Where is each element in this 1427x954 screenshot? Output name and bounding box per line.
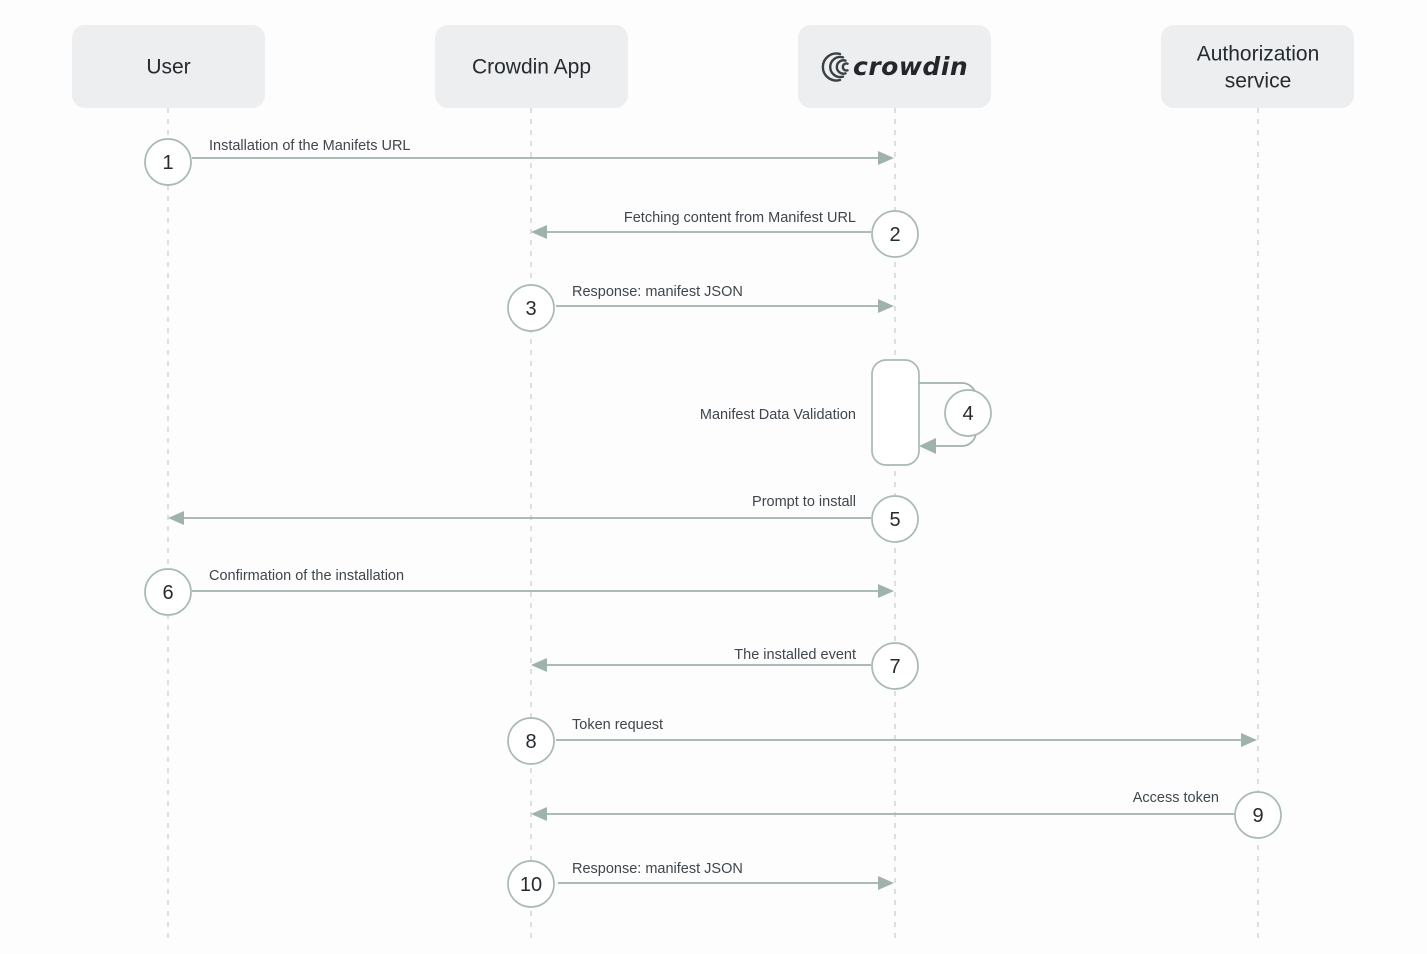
step-number-7: 7: [889, 656, 900, 678]
step-circle-6[interactable]: [144, 568, 192, 616]
message-label-7: The installed event: [734, 647, 856, 663]
message-label-2: Fetching content from Manifest URL: [624, 210, 856, 226]
step-number-3: 3: [525, 298, 536, 320]
actor-box-crowdin: [798, 25, 991, 108]
step-circle-8[interactable]: [507, 717, 555, 765]
message-arrowhead-7: [531, 658, 547, 672]
message-row-7[interactable]: The installed event 7: [531, 642, 919, 690]
step-number-4: 4: [962, 403, 973, 425]
actor-box-auth-service: [1161, 25, 1354, 108]
step-number-10: 10: [520, 874, 542, 896]
message-row-6[interactable]: Confirmation of the installation 6: [144, 568, 894, 616]
step-number-6: 6: [162, 582, 173, 604]
activation-box-crowdin: [871, 359, 920, 466]
actor-label-auth-service-line1: Authorization: [1197, 43, 1320, 66]
message-row-5[interactable]: Prompt to install 5: [168, 494, 919, 543]
actor-header-user[interactable]: User: [72, 25, 265, 108]
crowdin-logo-wordmark: crowdin: [853, 52, 968, 81]
message-row-9[interactable]: Access token 9: [531, 790, 1282, 839]
crowdin-logo-icon: [821, 52, 849, 82]
message-label-10: Response: manifest JSON: [572, 861, 743, 877]
step-circle-9[interactable]: [1234, 791, 1282, 839]
step-circle-4[interactable]: [944, 389, 992, 437]
step-number-2: 2: [889, 224, 900, 246]
message-label-5: Prompt to install: [752, 494, 856, 510]
message-label-6: Confirmation of the installation: [209, 568, 404, 584]
message-row-8[interactable]: Token request 8: [507, 717, 1257, 765]
step-number-9: 9: [1252, 805, 1263, 827]
message-label-1: Installation of the Manifets URL: [209, 138, 411, 154]
actor-header-crowdin-app[interactable]: Crowdin App: [435, 25, 628, 108]
message-row-10[interactable]: Response: manifest JSON 10: [507, 860, 894, 908]
message-arrowhead-5: [168, 511, 184, 525]
step-circle-10[interactable]: [507, 860, 555, 908]
step-circle-1[interactable]: [144, 138, 192, 186]
message-arrowhead-10: [878, 876, 894, 890]
actor-header-crowdin[interactable]: crowdin: [798, 25, 991, 108]
message-arrowhead-4: [919, 438, 936, 454]
message-row-3[interactable]: Response: manifest JSON 3: [507, 284, 894, 332]
step-circle-5[interactable]: [871, 495, 919, 543]
message-arrowhead-6: [878, 584, 894, 598]
actor-label-user: User: [146, 56, 190, 79]
step-number-5: 5: [889, 509, 900, 531]
step-circle-7[interactable]: [871, 642, 919, 690]
message-arrowhead-2: [531, 225, 547, 239]
message-arrowhead-3: [878, 299, 894, 313]
message-arrowhead-9: [531, 807, 547, 821]
message-row-1[interactable]: Installation of the Manifets URL 1: [144, 138, 894, 186]
step-circle-3[interactable]: [507, 284, 555, 332]
message-arrowhead-1: [878, 151, 894, 165]
actor-box-crowdin-app: [435, 25, 628, 108]
message-label-8: Token request: [572, 717, 663, 733]
actor-label-crowdin-app: Crowdin App: [472, 56, 591, 79]
actor-label-auth-service-line2: service: [1225, 70, 1292, 93]
message-row-4[interactable]: Manifest Data Validation 4: [700, 359, 992, 466]
step-number-8: 8: [525, 731, 536, 753]
message-label-4: Manifest Data Validation: [700, 407, 856, 423]
actor-header-auth-service[interactable]: Authorization service: [1161, 25, 1354, 108]
message-label-3: Response: manifest JSON: [572, 284, 743, 300]
message-arrowhead-8: [1241, 733, 1257, 747]
actor-box-user: [72, 25, 265, 108]
message-row-2[interactable]: Fetching content from Manifest URL 2: [531, 210, 919, 258]
message-label-9: Access token: [1133, 790, 1219, 806]
step-number-1: 1: [162, 152, 173, 174]
step-circle-2[interactable]: [871, 210, 919, 258]
